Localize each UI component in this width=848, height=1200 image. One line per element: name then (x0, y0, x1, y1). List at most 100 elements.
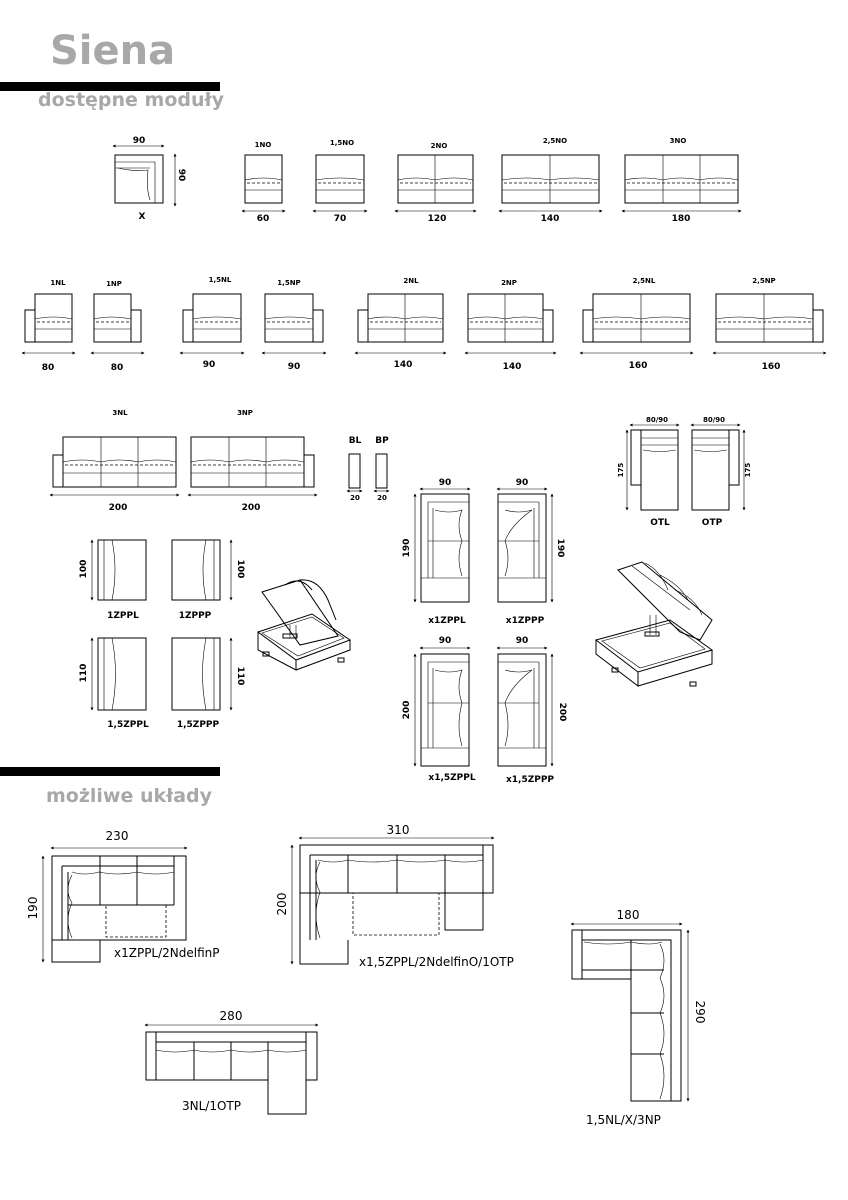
label-layouts-2-depth: 290 (693, 1001, 707, 1024)
label-modules-xz-2-depth: 200 (402, 701, 412, 720)
layout-2: 310 200 x1,5ZPPL/2NdelfinO/1OTP (275, 823, 514, 969)
label-modules-zp-2-depth: 110 (79, 664, 89, 683)
module-2-5nl: 2,5NL 160 (579, 277, 694, 371)
label-modules-three-0-name: 3NL (112, 409, 128, 417)
module-x1zppp: 90 190 x1ZPPP (496, 478, 565, 626)
label-modules-no-0-width: 60 (257, 214, 270, 224)
module-2no: 2NO 120 (394, 142, 477, 224)
label-modules-no-3-name: 2,5NO (543, 137, 567, 145)
label-modules-arm-0-width: 80 (42, 363, 55, 373)
label-modules-otl-depth: 175 (617, 463, 625, 478)
dim-x-width: 90 (133, 136, 146, 146)
layout-1: 230 190 x1ZPPL/2NdelfinP (26, 829, 220, 963)
label-modules-arm-2-name: 1,5NL (209, 276, 232, 284)
dim-x-depth: 90 (176, 169, 186, 182)
label-modules-arm-7-width: 160 (762, 362, 781, 372)
storage-illustration-left (256, 579, 352, 671)
label-modules-zp-3-name: 1,5ZPPP (177, 720, 220, 730)
module-otl: 80/90 175 OTL (617, 416, 680, 528)
label-modules-xz-0-width: 90 (439, 478, 452, 488)
layout-3-label: 1,5NL/X/3NP (586, 1113, 661, 1127)
module-1zppl: 100 1ZPPL (79, 539, 147, 621)
label-modules-xz-2-width: 90 (439, 636, 452, 646)
label-modules-arm-2-width: 90 (203, 360, 216, 370)
module-1-5no: 1,5NO 70 (312, 139, 368, 224)
label-modules-zp-2-name: 1,5ZPPL (107, 720, 149, 730)
layout-4-label: 3NL/1OTP (182, 1099, 241, 1113)
label-modules-otp-width: 80/90 (703, 416, 725, 424)
label-modules-arm-3-name: 1,5NP (277, 279, 300, 287)
label-layouts-1-width: 310 (387, 823, 410, 837)
label-modules-xz-3-width: 90 (516, 636, 529, 646)
label-modules-no-4-name: 3NO (670, 137, 687, 145)
module-bp: BP 20 (373, 436, 390, 502)
module-1zppp: 100 1ZPPP (171, 539, 245, 621)
label-modules-otl-width: 80/90 (646, 416, 668, 424)
module-x: 90 90 X (112, 136, 186, 222)
module-1-5nl: 1,5NL 90 (179, 276, 245, 370)
label-modules-xz-1-name: x1ZPPP (506, 616, 545, 626)
section-divider-modules (0, 82, 220, 91)
label-layouts-2-width: 180 (617, 908, 640, 922)
label-layouts-1-depth: 200 (275, 893, 289, 916)
module-2-5no: 2,5NO 140 (498, 137, 603, 224)
label-modules-xz-1-depth: 190 (555, 539, 565, 558)
label-modules-zp-1-name: 1ZPPP (179, 611, 212, 621)
label-modules-xz-3-depth: 200 (557, 703, 567, 722)
label-modules-no-1-name: 1,5NO (330, 139, 354, 147)
section-heading-modules: dostępne moduły (38, 89, 224, 111)
label-layouts-0-depth: 190 (26, 897, 40, 920)
module-1-5np: 1,5NP 90 (261, 279, 327, 372)
label-layouts-0-width: 230 (106, 829, 129, 843)
section-heading-layouts: możliwe układy (46, 785, 213, 807)
label-modules-bp-name: BP (375, 436, 389, 446)
label-modules-xz-3-name: x1,5ZPPP (506, 775, 554, 785)
page-title: Siena (50, 28, 176, 74)
label-modules-arm-5-width: 140 (503, 362, 522, 372)
section-divider-layouts (0, 767, 220, 776)
module-2-5np: 2,5NP 160 (712, 277, 827, 372)
label-modules-three-1-name: 3NP (237, 409, 253, 417)
label-modules-arm-1-name: 1NP (106, 280, 122, 288)
label-modules-zp-0-name: 1ZPPL (107, 611, 139, 621)
label-modules-arm-0-name: 1NL (50, 279, 66, 287)
label-modules-no-0-name: 1NO (255, 141, 272, 149)
label-modules-otp-depth: 175 (744, 463, 752, 478)
label-modules-otp-name: OTP (702, 518, 723, 528)
label-modules-xz-0-name: x1ZPPL (428, 616, 466, 626)
module-1-5zppl: 110 1,5ZPPL (79, 637, 149, 730)
layout-3: 180 290 1,5NL/X/3NP (570, 908, 707, 1127)
label-modules-arm-3-width: 90 (288, 362, 301, 372)
label-modules-bp-width: 20 (377, 494, 387, 502)
label-modules-no-2-name: 2NO (431, 142, 448, 150)
module-bl: BL 20 (346, 436, 363, 502)
label-layouts-3-width: 280 (220, 1009, 243, 1023)
module-1np: 1NP 80 (90, 280, 145, 373)
module-3no: 3NO 180 (621, 137, 742, 224)
label-modules-xz-2-name: x1,5ZPPL (428, 773, 475, 783)
module-x1-5zppp: 90 200 x1,5ZPPP (496, 636, 567, 785)
label-modules-otl-name: OTL (650, 518, 670, 528)
label-modules-three-1-width: 200 (242, 503, 261, 513)
label-modules-xz-0-depth: 190 (402, 539, 412, 558)
module-2nl: 2NL 140 (354, 277, 447, 370)
label-modules-no-2-width: 120 (428, 214, 447, 224)
layout-4: 280 3NL/1OTP (144, 1009, 319, 1115)
label-modules-arm-5-name: 2NP (501, 279, 517, 287)
label-modules-no-1-width: 70 (334, 214, 347, 224)
label-modules-no-4-width: 180 (672, 214, 691, 224)
storage-illustration-right (594, 561, 714, 688)
module-x1-5zppl: 90 200 x1,5ZPPL (402, 636, 476, 783)
module-2np: 2NP 140 (464, 279, 557, 372)
label-modules-arm-1-width: 80 (111, 363, 124, 373)
label-modules-three-0-width: 200 (109, 503, 128, 513)
module-3np: 3NP 200 (187, 409, 318, 513)
module-1-5zppp: 110 1,5ZPPP (171, 637, 245, 730)
module-x1zppl: 90 190 x1ZPPL (402, 478, 471, 626)
label-x: X (139, 212, 146, 222)
module-otp: 80/90 175 OTP (690, 416, 752, 528)
label-modules-arm-4-name: 2NL (403, 277, 419, 285)
label-modules-arm-6-name: 2,5NL (633, 277, 656, 285)
label-modules-arm-4-width: 140 (394, 360, 413, 370)
